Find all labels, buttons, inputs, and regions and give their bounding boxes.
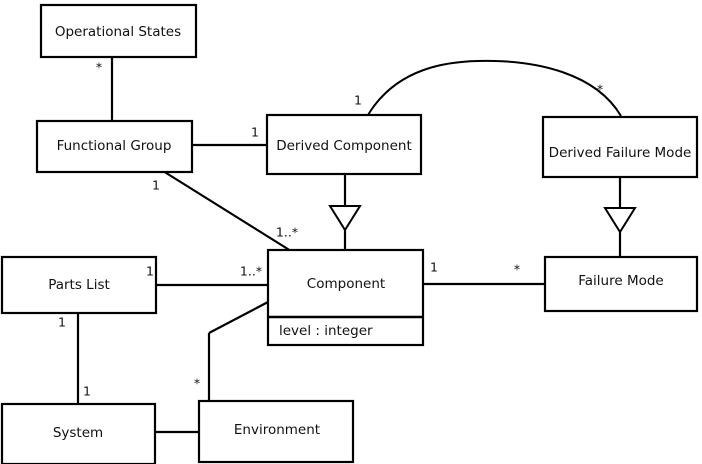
class-label-system: System <box>53 425 103 441</box>
multiplicity-parts-list-component-near-component: 1..* <box>240 264 262 279</box>
class-box-operational-states[interactable] <box>39 3 198 59</box>
class-label-component: Component <box>307 276 385 292</box>
multiplicity-functional-group-derived-component: 1 <box>251 125 259 140</box>
class-box-environment[interactable] <box>197 399 355 464</box>
multiplicity-derived-component-curve: 1 <box>354 93 362 108</box>
generalization-triangle-failure-mode <box>603 207 637 234</box>
class-label-derived-component: Derived Component <box>276 138 412 154</box>
assoc-functional-group-component <box>162 170 292 252</box>
class-box-derived-failure-mode[interactable] <box>541 115 699 179</box>
multiplicity-derived-failure-mode-curve: * <box>597 82 603 97</box>
generalization-triangle-component <box>328 205 362 232</box>
multiplicity-parts-list-system-near-parts-list: 1 <box>58 315 66 330</box>
class-label-failure-mode: Failure Mode <box>578 273 664 289</box>
multiplicity-component-failure-mode-near-component: 1 <box>430 260 438 275</box>
multiplicity-component-failure-mode-near-failure-mode: * <box>514 262 520 277</box>
multiplicity-parts-list-component-near-parts-list: 1 <box>146 264 154 279</box>
class-label-operational-states: Operational States <box>55 24 181 40</box>
assoc-environment-component-diagonal <box>208 301 269 334</box>
multiplicity-operational-states-functional-group: * <box>96 60 102 75</box>
class-box-derived-component[interactable] <box>265 113 423 176</box>
class-label-environment: Environment <box>234 422 320 438</box>
multiplicity-environment-component: * <box>194 376 200 391</box>
class-label-derived-failure-mode: Derived Failure Mode <box>549 145 692 161</box>
class-box-functional-group[interactable] <box>35 119 194 174</box>
multiplicity-functional-group-component-near-fg: 1 <box>152 178 160 193</box>
class-label-functional-group: Functional Group <box>57 138 172 154</box>
class-attribute-component-level: level : integer <box>279 323 373 339</box>
multiplicity-functional-group-component-near-component: 1..* <box>276 225 298 240</box>
class-box-failure-mode[interactable] <box>543 255 699 313</box>
class-box-system[interactable] <box>0 402 157 464</box>
class-label-parts-list: Parts List <box>48 277 110 293</box>
class-box-component[interactable] <box>266 248 425 347</box>
multiplicity-parts-list-system-near-system: 1 <box>83 384 91 399</box>
class-box-parts-list[interactable] <box>0 255 158 315</box>
assoc-derived-component-derived-failure-mode <box>367 59 622 117</box>
